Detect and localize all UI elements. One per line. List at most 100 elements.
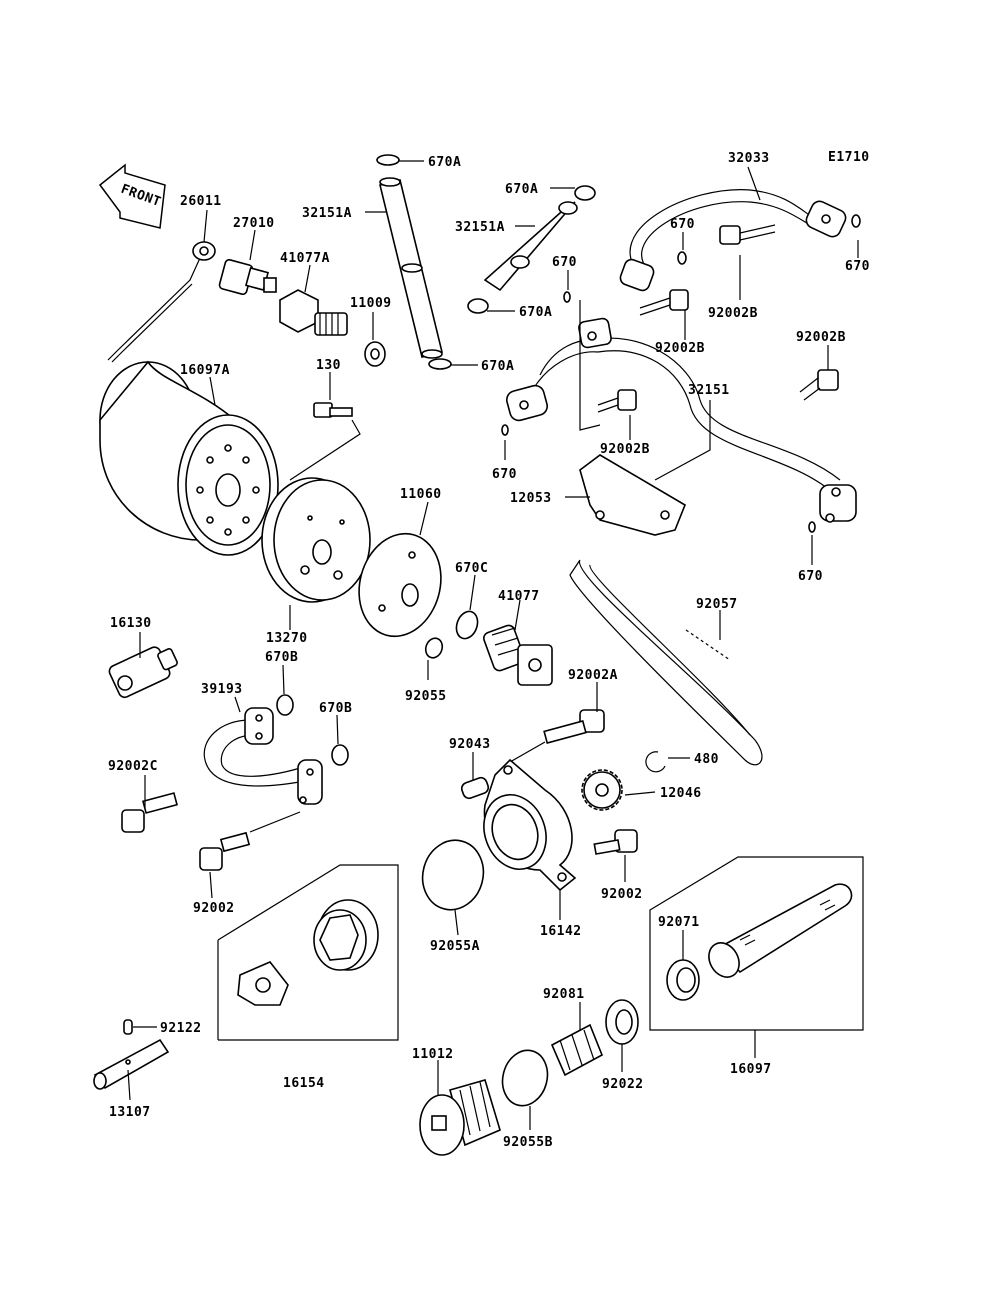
label-26011: 26011 <box>180 194 222 209</box>
label-16142: 16142 <box>540 924 582 939</box>
label-92122: 92122 <box>160 1021 202 1036</box>
part-41077A[interactable] <box>279 289 348 336</box>
label-670-a: 670 <box>670 217 695 232</box>
label-92002A: 92002A <box>568 668 618 683</box>
label-670A-bottom: 670A <box>481 359 514 374</box>
part-32151A-short-tube[interactable] <box>467 185 596 314</box>
part-92122[interactable] <box>123 1019 133 1035</box>
label-92081: 92081 <box>543 987 585 1002</box>
part-92002B-a[interactable] <box>719 224 776 245</box>
label-670A-mid: 670A <box>505 182 538 197</box>
part-92002-right[interactable] <box>593 829 638 855</box>
label-670-b: 670 <box>552 255 577 270</box>
label-92055B: 92055B <box>503 1135 553 1150</box>
label-32151A-mid: 32151A <box>455 220 505 235</box>
label-92022: 92022 <box>602 1077 644 1092</box>
label-11012: 11012 <box>412 1047 454 1062</box>
label-16154: 16154 <box>283 1076 325 1091</box>
leader-lines <box>127 160 859 1130</box>
part-32151A-tube[interactable] <box>376 154 452 370</box>
part-11009[interactable] <box>364 341 386 367</box>
label-670A-lower: 670A <box>519 305 552 320</box>
label-32151: 32151 <box>688 383 730 398</box>
part-92002B-b[interactable] <box>639 289 689 316</box>
label-92055A: 92055A <box>430 939 480 954</box>
label-92043: 92043 <box>449 737 491 752</box>
label-130: 130 <box>316 358 341 373</box>
part-92002-left[interactable] <box>199 811 301 871</box>
front-arrow-icon: FRONT <box>98 163 166 229</box>
part-41077[interactable] <box>482 624 553 686</box>
label-92002B-c: 92002B <box>600 442 650 457</box>
part-27010[interactable] <box>218 258 277 296</box>
label-92071: 92071 <box>658 915 700 930</box>
group-16154 <box>217 864 399 1041</box>
label-92057: 92057 <box>696 597 738 612</box>
part-labels: 670A 32151A 670A 32151A 670A 670A 670 67… <box>108 151 870 1150</box>
part-16154-outer-rotor[interactable] <box>313 899 379 971</box>
part-13270[interactable] <box>261 477 371 603</box>
part-92055B[interactable] <box>497 1045 554 1110</box>
part-11060[interactable] <box>348 524 452 645</box>
part-92055[interactable] <box>423 636 445 660</box>
part-92002C[interactable] <box>121 792 178 833</box>
label-92002B-d: 92002B <box>796 330 846 345</box>
group-16097 <box>649 856 864 1031</box>
label-11060: 11060 <box>400 487 442 502</box>
label-670C: 670C <box>455 561 488 576</box>
label-92002-left: 92002 <box>193 901 235 916</box>
label-32033: 32033 <box>728 151 770 166</box>
part-92071[interactable] <box>666 959 700 1001</box>
part-92002A[interactable] <box>509 709 605 763</box>
label-92002B-a: 92002B <box>708 306 758 321</box>
label-12046: 12046 <box>660 786 702 801</box>
part-32033[interactable] <box>618 189 861 293</box>
part-480[interactable] <box>645 751 666 773</box>
part-26011[interactable] <box>107 241 216 363</box>
part-92057-chain[interactable] <box>569 559 763 766</box>
label-670A-top: 670A <box>428 155 461 170</box>
label-32151A-left: 32151A <box>302 206 352 221</box>
label-92002B-b: 92002B <box>655 341 705 356</box>
label-27010: 27010 <box>233 216 275 231</box>
part-16130[interactable] <box>107 645 178 699</box>
part-16097A-oil-filter[interactable] <box>99 360 279 556</box>
part-16142[interactable] <box>474 758 577 892</box>
part-670B-b[interactable] <box>331 744 349 766</box>
part-130[interactable] <box>289 402 361 481</box>
part-92022[interactable] <box>605 999 639 1045</box>
part-92081-spring[interactable] <box>550 1023 604 1077</box>
label-16097: 16097 <box>730 1062 772 1077</box>
label-13270: 13270 <box>266 631 308 646</box>
label-92055: 92055 <box>405 689 447 704</box>
part-11012-plug[interactable] <box>419 1079 501 1156</box>
label-13107: 13107 <box>109 1105 151 1120</box>
part-16154-inner-rotor[interactable] <box>237 961 289 1006</box>
label-16097A: 16097A <box>180 363 230 378</box>
part-92002B-d[interactable] <box>799 369 839 401</box>
label-41077: 41077 <box>498 589 540 604</box>
label-92002C: 92002C <box>108 759 158 774</box>
part-16097-screen[interactable] <box>703 883 853 982</box>
part-12046-sprocket[interactable] <box>581 769 623 811</box>
part-92043[interactable] <box>460 776 490 800</box>
label-16130: 16130 <box>110 616 152 631</box>
part-12053[interactable] <box>579 454 686 536</box>
part-13107-shaft[interactable] <box>93 1038 170 1090</box>
label-12053: 12053 <box>510 491 552 506</box>
part-92002B-c[interactable] <box>597 389 637 413</box>
label-670-d: 670 <box>492 467 517 482</box>
label-92002-right: 92002 <box>601 887 643 902</box>
part-32151[interactable] <box>501 291 857 533</box>
label-670B-a: 670B <box>265 650 298 665</box>
part-39193[interactable] <box>203 707 323 805</box>
diagram-code: E1710 <box>828 150 870 165</box>
label-670-c: 670 <box>845 259 870 274</box>
label-41077A: 41077A <box>280 251 330 266</box>
part-670C[interactable] <box>453 608 481 641</box>
part-670B-a[interactable] <box>276 694 294 716</box>
part-92055A[interactable] <box>415 833 491 916</box>
label-39193: 39193 <box>201 682 243 697</box>
label-11009: 11009 <box>350 296 392 311</box>
